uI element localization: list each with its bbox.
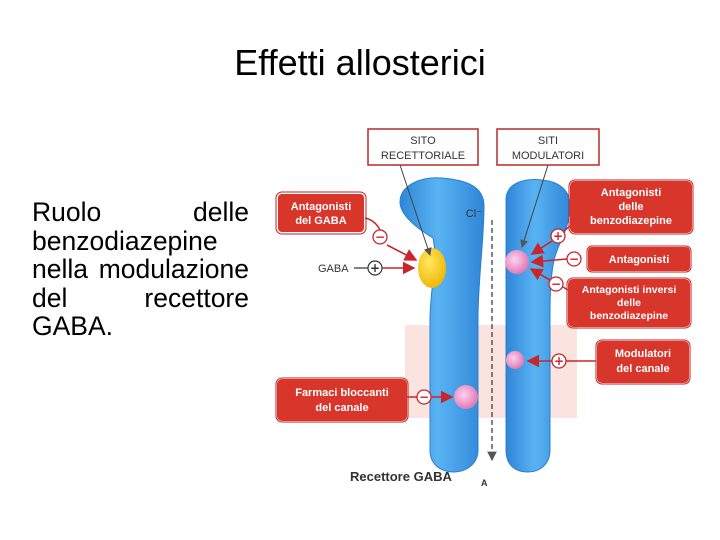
receptor-left-subunit (399, 177, 485, 473)
svg-text:Antagonisti: Antagonisti (291, 201, 352, 213)
slide-title: Effetti allosterici (234, 42, 486, 83)
svg-text:RECETTORIALE: RECETTORIALE (381, 150, 465, 162)
box-benzodiazepine-antagonists: Antagonisti delle benzodiazepine (568, 179, 694, 235)
svg-text:del canale: del canale (315, 402, 368, 414)
slide-body-text: Ruolo delle benzodiazepine nella modulaz… (32, 197, 249, 341)
svg-text:+: + (553, 229, 563, 243)
svg-text:SITO: SITO (410, 135, 436, 147)
svg-text:A: A (481, 478, 488, 488)
svg-text:+: + (370, 261, 380, 275)
channel-blocker-site (454, 385, 478, 409)
box-benzodiazepine-inverse-agonists: Antagonisti inversi delle benzodiazepine (566, 277, 692, 329)
box-gaba-antagonists: Antagonisti del GABA (275, 191, 367, 235)
svg-text:Farmaci bloccanti: Farmaci bloccanti (295, 387, 389, 399)
svg-text:−: − (551, 277, 561, 291)
svg-text:SITI: SITI (538, 135, 558, 147)
minus-sign-inverse-agonists (548, 276, 564, 292)
box-channel-modulators: Modulatori del canale (595, 339, 691, 385)
svg-text:MODULATORI: MODULATORI (512, 150, 584, 162)
svg-text:Antagonisti inversi: Antagonisti inversi (582, 284, 677, 296)
gaba-agonist-label: GABA (318, 263, 349, 275)
box-channel-blockers: Farmaci bloccanti del canale (275, 377, 409, 423)
svg-text:+: + (554, 354, 564, 368)
plus-sign-bzd-antagonists (550, 228, 566, 244)
chloride-ion-label: Cl⁻ (466, 208, 482, 220)
box-antagonists: Antagonisti (586, 245, 692, 273)
svg-text:Antagonisti: Antagonisti (601, 187, 662, 199)
header-binding-site: SITO RECETTORIALE (367, 128, 479, 166)
svg-text:−: − (375, 230, 385, 244)
modulator-site-upper (505, 250, 529, 274)
svg-text:delle: delle (618, 201, 643, 213)
minus-sign-gaba-antagonists (372, 229, 388, 245)
svg-text:benzodiazepine: benzodiazepine (590, 310, 668, 322)
svg-text:Modulatori: Modulatori (615, 348, 671, 360)
svg-text:−: − (569, 252, 579, 266)
gaba-binding-site (418, 248, 446, 288)
svg-text:Antagonisti: Antagonisti (609, 254, 670, 266)
svg-text:delle: delle (617, 297, 641, 309)
svg-text:−: − (419, 390, 429, 404)
gaba-receptor-diagram: SITO RECETTORIALE SITI MODULATORI Cl⁻ An… (270, 120, 700, 500)
svg-text:del canale: del canale (616, 363, 669, 375)
svg-text:benzodiazepine: benzodiazepine (590, 215, 672, 227)
header-modulator-sites: SITI MODULATORI (496, 128, 600, 166)
svg-text:Recettore GABA: Recettore GABA (350, 469, 452, 484)
svg-text:del GABA: del GABA (295, 215, 346, 227)
modulator-site-middle (506, 351, 524, 369)
receptor-name-label: Recettore GABA A (350, 469, 488, 488)
